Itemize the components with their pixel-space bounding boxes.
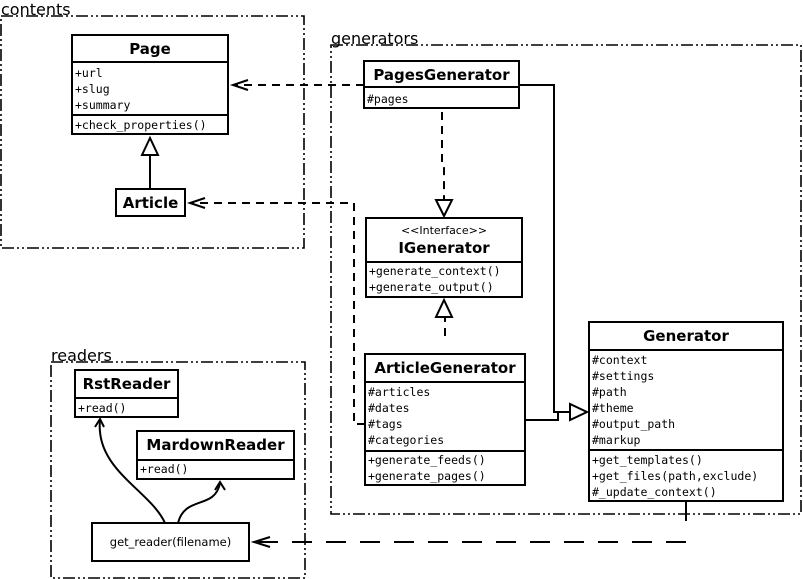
method: +generate_output() <box>369 280 494 294</box>
attribute: +url <box>75 66 103 80</box>
package-contents: contents <box>0 0 305 249</box>
class-name: Generator <box>643 327 729 345</box>
attribute: #categories <box>368 433 444 447</box>
class-pages-generator: PagesGenerator #pages <box>363 60 520 109</box>
class-name: ArticleGenerator <box>374 359 516 377</box>
method: +read() <box>78 401 126 415</box>
attribute: +summary <box>75 98 130 112</box>
attribute: #output_path <box>592 417 675 431</box>
class-generator: Generator #context #settings #path #them… <box>588 321 784 502</box>
interface-igenerator: <<Interface>> IGenerator +generate_conte… <box>365 217 523 298</box>
class-name: Article <box>123 194 179 212</box>
attribute: +slug <box>75 82 110 96</box>
attribute: #pages <box>367 92 409 106</box>
attribute: #markup <box>592 433 641 447</box>
realization-line <box>441 112 445 200</box>
method: +get_templates() <box>592 453 703 467</box>
generalization-line <box>525 412 559 421</box>
dependency-line <box>191 202 365 425</box>
function-name: get_reader(filename) <box>110 535 231 549</box>
class-rst-reader: RstReader +read() <box>74 369 179 418</box>
open-arrow <box>186 197 206 209</box>
open-arrow <box>94 416 105 428</box>
class-name: Page <box>129 40 171 58</box>
package-label: contents <box>1 0 71 19</box>
method: +get_files(path,exclude) <box>592 469 758 483</box>
method: +generate_pages() <box>368 469 486 483</box>
class-name: MardownReader <box>146 436 285 454</box>
attribute: #dates <box>368 401 410 415</box>
package-label: generators <box>331 29 418 48</box>
method: +check_properties() <box>75 118 207 132</box>
class-article-generator: ArticleGenerator #articles #dates #tags … <box>364 353 526 486</box>
class-name: PagesGenerator <box>373 66 510 84</box>
association-curve <box>177 482 221 524</box>
stereotype: <<Interface>> <box>401 224 487 237</box>
generalization-arrow <box>569 402 590 422</box>
package-label: readers <box>51 346 112 365</box>
package-readers: readers <box>50 346 306 579</box>
realization-arrow <box>434 297 454 318</box>
method: +generate_feeds() <box>368 453 486 467</box>
open-arrow <box>250 536 271 548</box>
attribute: #settings <box>592 369 654 383</box>
attribute: #theme <box>592 401 634 415</box>
package-generators: generators <box>330 29 802 515</box>
class-article: Article <box>115 188 186 217</box>
method: +read() <box>140 462 188 476</box>
class-markdown-reader: MardownReader +read() <box>136 430 295 480</box>
open-arrow <box>229 79 249 91</box>
realization-arrow <box>434 199 454 219</box>
method: +generate_context() <box>369 264 501 278</box>
attribute: #tags <box>368 417 403 431</box>
generalization-line <box>519 84 570 413</box>
generalization-arrow <box>140 135 160 156</box>
connectors <box>94 79 687 548</box>
class-name: IGenerator <box>398 239 490 257</box>
class-name: RstReader <box>83 375 171 393</box>
class-page: Page +url +slug +summary +check_properti… <box>71 34 229 135</box>
attribute: #context <box>592 353 647 367</box>
function-get-reader: get_reader(filename) <box>91 522 250 562</box>
open-arrow <box>214 480 226 491</box>
attribute: #path <box>592 385 627 399</box>
association-curve <box>98 419 166 524</box>
attribute: #articles <box>368 385 430 399</box>
method: #_update_context() <box>592 485 717 499</box>
